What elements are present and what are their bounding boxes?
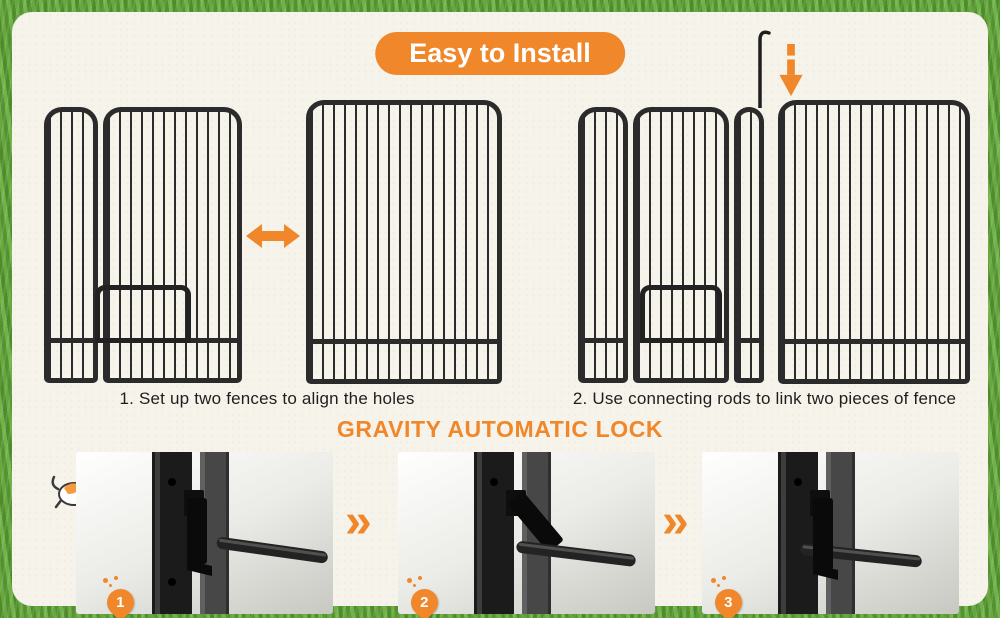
badge-label: Easy to Install [409,38,591,68]
paw-dot [711,578,716,583]
lock-stage-photo-2 [398,452,655,614]
paw-dot [418,576,422,580]
paw-dot [407,578,412,583]
paw-dot [103,578,108,583]
fence-panel-single [306,100,502,384]
step1-caption: 1. Set up two fences to align the holes [119,389,415,408]
connecting-rod-icon [758,30,771,108]
fence-door-outline [95,285,191,343]
stage-number: 1 [116,594,125,611]
paw-dot [109,584,112,587]
left-right-arrow-icon [246,224,300,248]
lock-stage-2-graphic [474,452,636,614]
gravity-lock-heading: GRAVITY AUTOMATIC LOCK [336,416,664,442]
fence-set-step2 [578,107,770,383]
paw-dot [114,576,118,580]
paw-dot [413,584,416,587]
paw-dot [722,576,726,580]
fence-panel-narrow [44,107,98,383]
fence-panel-edge [734,107,764,383]
stage-number: 3 [724,594,733,611]
stage-number-pin-3: 3 [708,576,750,618]
stage-number-pin-2: 2 [404,576,446,618]
next-step-chevron: » [662,495,689,548]
easy-install-badge: Easy to Install [375,32,625,75]
fence-panel-single [778,100,970,384]
next-step-chevron: » [345,495,372,548]
paw-dot [717,584,720,587]
stage-number: 2 [420,594,429,611]
number-pin-icon: 1 [101,583,140,618]
lock-stage-3-graphic [778,452,922,614]
number-pin-icon: 2 [405,583,444,618]
lock-stage-1-graphic [152,452,328,614]
fence-set-step1 [44,107,242,383]
step2-caption: 2. Use connecting rods to link two piece… [572,389,957,408]
stage-number-pin-1: 1 [100,576,142,618]
down-arrow-icon [779,44,803,97]
fence-door-outline [640,285,722,343]
lock-stage-photo-1 [76,452,333,614]
lock-stage-photo-3 [702,452,959,614]
number-pin-icon: 3 [709,583,748,618]
fence-panel-narrow [578,107,628,383]
content-panel: Easy to Install 1. Set up two fences to … [12,12,988,618]
